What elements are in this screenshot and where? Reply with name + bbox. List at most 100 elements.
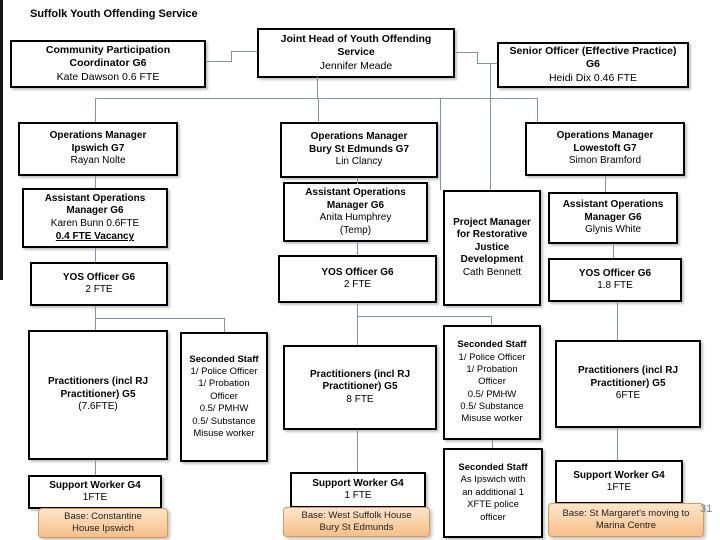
connector-line [455, 52, 477, 53]
connector-line [357, 316, 358, 345]
connector-line [617, 302, 618, 340]
connector-line [477, 63, 497, 64]
box-practitioners-ipswich: Practitioners (incl RJ Practitioner) G5 … [28, 330, 168, 460]
box-support-worker-ipswich: Support Worker G4 1FTE [28, 475, 162, 509]
seconded-list: 1/ Police Officer 1/ Probation Officer 0… [458, 351, 526, 425]
seconded-list: 1/ Police Officer 1/ Probation Officer 0… [190, 366, 258, 439]
box-person: Glynis White [584, 224, 642, 236]
connector-line [357, 178, 358, 184]
box-community-participation-coordinator: Community Participation Coordinator G6 K… [10, 40, 206, 88]
connector-line [357, 316, 491, 317]
box-person: Heidi Dix 0.46 FTE [548, 71, 638, 84]
box-seconded-staff-ipswich: Seconded Staff 1/ Police Officer 1/ Prob… [180, 332, 268, 462]
box-title: Community Participation Coordinator G6 [45, 44, 171, 70]
seconded-list: As Ipswich with an additional 1 XFTE pol… [460, 474, 526, 523]
box-fte: 2 FTE [85, 284, 113, 295]
box-title: Operations Manager Lowestoft G7 [556, 130, 654, 154]
box-person: Anita Humphrey (Temp) [319, 212, 392, 236]
box-support-worker-lowestoft: Support Worker G4 1FTE [555, 460, 683, 504]
box-title: Seconded Staff [458, 462, 528, 474]
box-support-worker-bury: Support Worker G4 1 FTE [290, 472, 426, 508]
box-title: Project Manager for Restorative Justice … [453, 216, 531, 266]
vacancy-note: 0.4 FTE Vacancy [55, 231, 135, 243]
box-title: Practitioners (incl RJ Practitioner) G5 [309, 368, 411, 393]
box-assistant-ops-ipswich: Assistant Operations Manager G6 Karen Bu… [22, 188, 168, 248]
box-person: Karen Bunn 0.6FTE [50, 217, 140, 229]
box-person: Kate Dawson 0.6 FTE [56, 70, 160, 83]
connector-line [440, 98, 441, 190]
connector-line [490, 63, 491, 190]
connector-line [95, 248, 96, 262]
base-label-ipswich: Base: Constantine House Ipswich [38, 508, 168, 538]
base-label-bury: Base: West Suffolk House Bury St Edmunds [283, 507, 430, 537]
box-person: Cath Bennett [462, 266, 522, 278]
connector-line [231, 51, 232, 62]
box-title: Operations Manager Bury St Edmunds G7 [308, 131, 409, 155]
box-person: Simon Bramford [568, 155, 642, 167]
box-title: Assistant Operations Manager G6 [305, 187, 406, 211]
box-yos-officer-bury: YOS Officer G6 2 FTE [278, 255, 437, 303]
box-ops-manager-bury: Operations Manager Bury St Edmunds G7 Li… [280, 122, 438, 178]
box-ops-manager-ipswich: Operations Manager Ipswich G7 Rayan Nolt… [18, 122, 178, 176]
connector-line [357, 430, 358, 472]
box-person: Lin Clancy [335, 156, 383, 168]
box-project-manager-rj: Project Manager for Restorative Justice … [443, 190, 541, 306]
box-person: Jennifer Meade [319, 59, 393, 72]
box-seconded-staff-lowestoft: Seconded Staff As Ipswich with an additi… [443, 448, 543, 538]
box-title: YOS Officer G6 [578, 267, 652, 279]
connector-line [617, 428, 618, 460]
connector-line [95, 98, 537, 99]
box-title: YOS Officer G6 [321, 266, 394, 278]
box-title: Operations Manager Ipswich G7 [49, 130, 147, 154]
box-title: Seconded Staff [189, 353, 259, 365]
connector-line [357, 303, 358, 316]
base-label-lowestoft: Base: St Margaret's moving to Marina Cen… [548, 503, 704, 537]
connector-line [95, 306, 96, 318]
box-fte: 1FTE [606, 482, 632, 493]
box-assistant-ops-bury: Assistant Operations Manager G6 Anita Hu… [283, 182, 428, 242]
box-senior-officer: Senior Officer (Effective Practice) G6 H… [497, 42, 689, 88]
box-person: Rayan Nolte [70, 155, 126, 167]
connector-line [95, 318, 96, 330]
connector-line [95, 318, 224, 319]
box-title: Assistant Operations Manager G6 [562, 199, 664, 223]
box-fte: 1FTE [82, 492, 108, 503]
connector-line [492, 440, 493, 448]
connector-line [224, 318, 225, 332]
box-fte: (7.6FTE) [78, 401, 118, 413]
box-ops-manager-lowestoft: Operations Manager Lowestoft G7 Simon Br… [525, 122, 685, 176]
connector-line [95, 176, 96, 188]
box-joint-head: Joint Head of Youth Offending Service Je… [257, 28, 455, 78]
box-practitioners-bury: Practitioners (incl RJ Practitioner) G5 … [283, 345, 437, 430]
box-title: Practitioners (incl RJ Practitioner) G5 [47, 376, 149, 400]
box-seconded-staff-bury: Seconded Staff 1/ Police Officer 1/ Prob… [443, 325, 541, 440]
box-title: Seconded Staff [457, 339, 527, 351]
connector-line [613, 244, 614, 258]
page-title: Suffolk Youth Offending Service [30, 8, 198, 20]
connector-line [537, 98, 538, 122]
box-title: Practitioners (incl RJ Practitioner) G5 [577, 365, 679, 389]
box-title: Support Worker G4 [573, 469, 665, 481]
connector-line [491, 316, 492, 325]
box-title: Joint Head of Youth Offending Service [280, 33, 432, 59]
connector-line [477, 52, 478, 64]
box-fte: 6FTE [615, 390, 641, 402]
slide-page-number: 31 [700, 503, 713, 515]
connector-line [357, 242, 358, 255]
connector-line [95, 460, 96, 475]
connector-line [206, 61, 231, 62]
connector-line [605, 176, 606, 192]
connector-line [95, 98, 96, 122]
box-fte: 1.8 FTE [597, 280, 633, 291]
box-fte: 2 FTE [343, 279, 372, 290]
box-yos-officer-ipswich: YOS Officer G6 2 FTE [30, 262, 168, 306]
box-title: Support Worker G4 [312, 477, 404, 489]
connector-line [231, 51, 257, 52]
box-title: Assistant Operations Manager G6 [44, 192, 146, 217]
box-title: Support Worker G4 [49, 479, 141, 491]
box-fte: 1 FTE [344, 490, 372, 501]
box-title: Senior Officer (Effective Practice) G6 [509, 45, 677, 71]
box-assistant-ops-lowestoft: Assistant Operations Manager G6 Glynis W… [548, 192, 678, 244]
connector-line [318, 98, 319, 122]
